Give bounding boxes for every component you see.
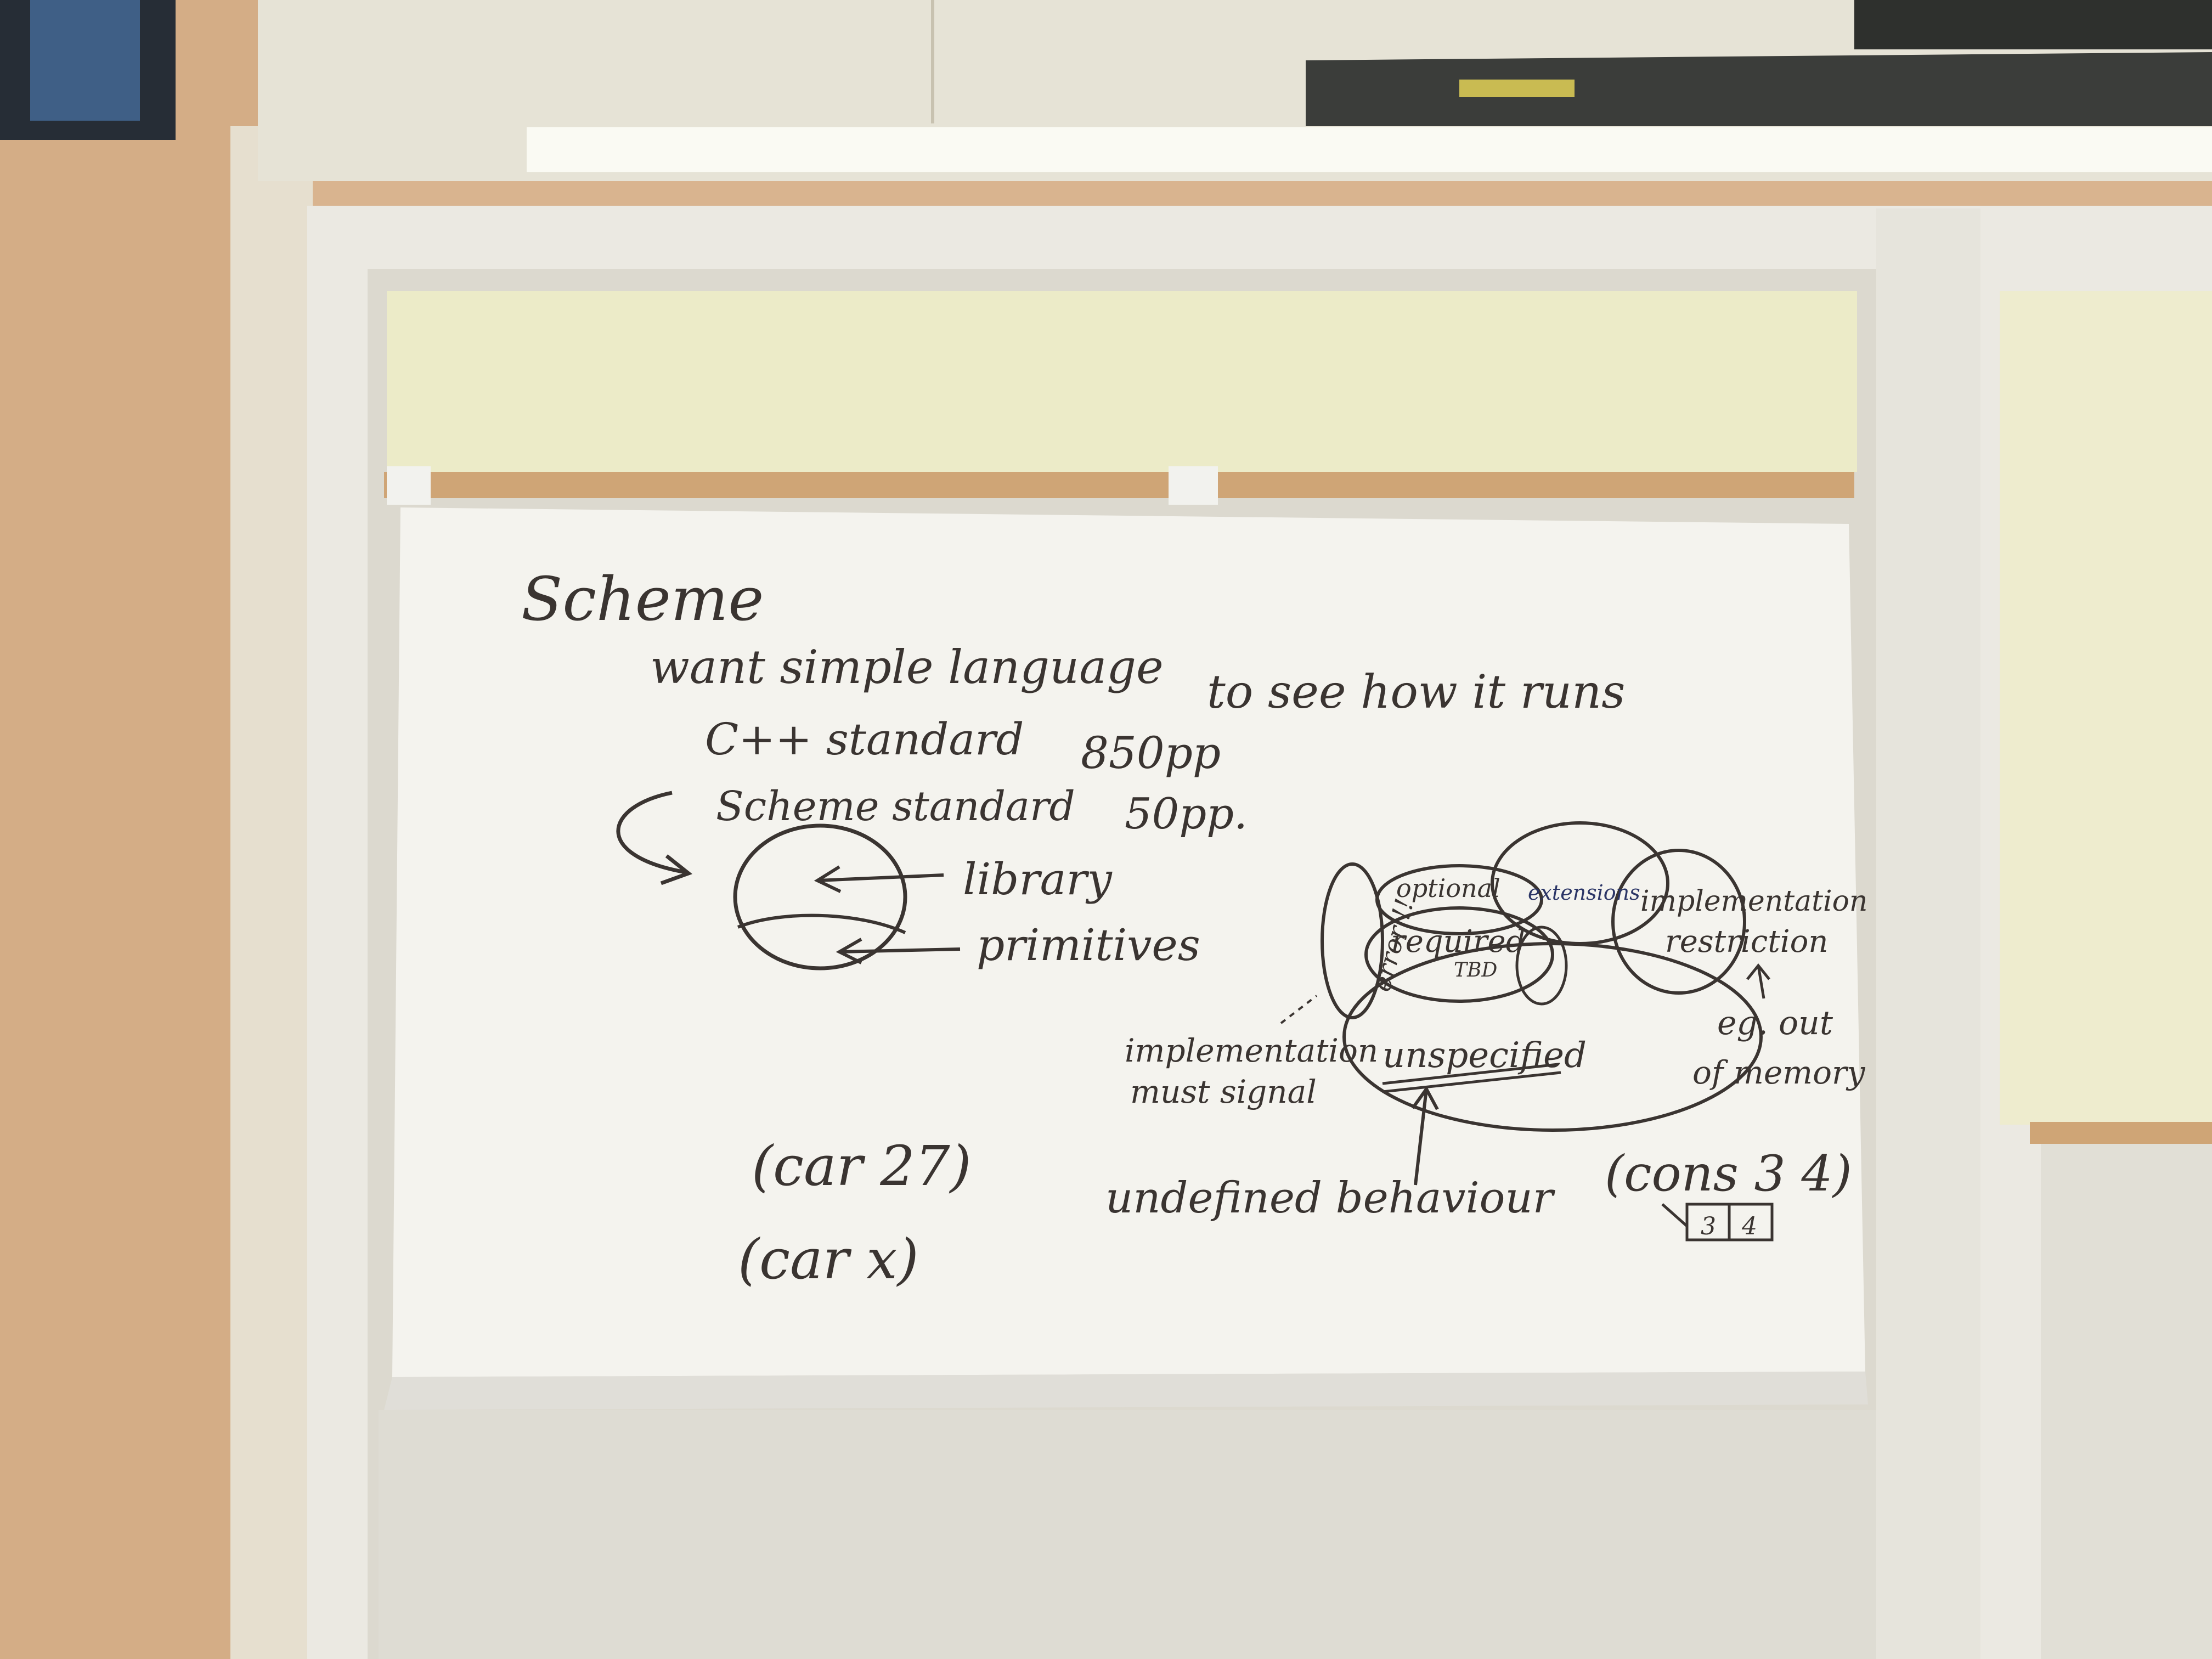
unspecified-underline — [1382, 1063, 1561, 1093]
board-title: Scheme — [521, 564, 764, 634]
extensions-label: extensions — [1528, 881, 1640, 905]
must-signal-label-1: implementation — [1125, 1032, 1378, 1069]
whiteboard-edge — [384, 1372, 1868, 1410]
unspecified-region — [1342, 942, 1763, 1132]
right-cork-strip — [2030, 1122, 2212, 1144]
extensions-region — [1491, 821, 1669, 945]
lower-board — [379, 1410, 1887, 1659]
cons-arrow — [1661, 1203, 1688, 1227]
required-region — [1364, 906, 1554, 1003]
undefined-arrow — [1411, 1086, 1439, 1186]
restriction-arrow — [1746, 963, 1770, 999]
right-frame — [1876, 208, 1980, 1659]
restriction-region — [1611, 849, 1746, 995]
unspecified-label: unspecified — [1383, 1035, 1587, 1076]
eg-label-2: of memory — [1692, 1054, 1866, 1091]
car-x: (car x) — [738, 1227, 919, 1291]
primitives-label: primitives — [977, 919, 1200, 970]
optional-label: optional — [1396, 873, 1500, 903]
must-signal-label-2: must signal — [1130, 1073, 1317, 1110]
scheme-pages: 50pp. — [1125, 789, 1248, 839]
cork-strip — [384, 472, 1854, 498]
restriction-label-2: restriction — [1665, 924, 1828, 960]
curved-arrow — [616, 791, 693, 885]
car-27: (car 27) — [752, 1134, 972, 1198]
vent-tag — [1459, 80, 1575, 97]
library-arrow — [814, 865, 944, 893]
right-panel — [2000, 291, 2212, 1125]
wall-monitor-screen — [30, 0, 140, 121]
cons-3-4: (cons 3 4) — [1605, 1145, 1852, 1203]
required-label: required — [1391, 924, 1526, 960]
ceiling-light — [527, 127, 2212, 172]
right-lower-panel — [2041, 1144, 2212, 1659]
must-signal-dash — [1280, 995, 1318, 1024]
library-label: library — [963, 854, 1113, 905]
scheme-standard: Scheme standard — [716, 783, 1075, 830]
tbd-region — [1515, 926, 1568, 1006]
ceiling-vent-top — [1854, 0, 2212, 49]
standard-circle — [733, 823, 907, 970]
left-pillar — [230, 126, 313, 1659]
ceiling-vent — [1306, 52, 2212, 126]
tbd-label: TBD — [1454, 959, 1497, 981]
cons-cell-left: 3 — [1701, 1212, 1716, 1240]
clip-center — [1169, 466, 1218, 505]
restriction-label-1: implementation — [1640, 885, 1867, 918]
circle-divider — [737, 913, 906, 934]
whiteboard-surface — [392, 507, 1865, 1377]
eg-label-1: eg. out — [1717, 1004, 1833, 1042]
cpp-pages: 850pp — [1081, 727, 1221, 778]
line-want: want simple language — [650, 640, 1164, 694]
upper-panel — [387, 291, 1857, 472]
line-to-see: to see how it runs — [1207, 665, 1625, 719]
undefined-behaviour-label: undefined behaviour — [1105, 1173, 1556, 1223]
clip-left — [387, 466, 431, 505]
primitives-arrow — [836, 938, 961, 964]
error-region — [1321, 862, 1384, 1019]
cons-cell-right: 4 — [1741, 1212, 1757, 1240]
cpp-standard: C++ standard — [705, 714, 1024, 765]
